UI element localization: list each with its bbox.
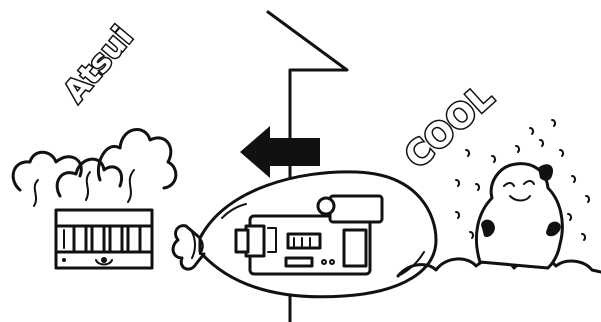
- snowman-icon: [474, 162, 564, 270]
- cool-word: COOL: [396, 76, 503, 179]
- cool-word-text: COOL: [397, 77, 501, 177]
- warm-word: Atsui: [56, 18, 142, 110]
- snowflakes-icon: [455, 119, 591, 241]
- camcorder-in-bag-icon: [171, 170, 438, 299]
- steam-icon: [11, 128, 178, 207]
- arrow-left-icon: [240, 126, 320, 178]
- warm-word-text: Atsui: [57, 20, 140, 109]
- heater-icon: [54, 208, 154, 270]
